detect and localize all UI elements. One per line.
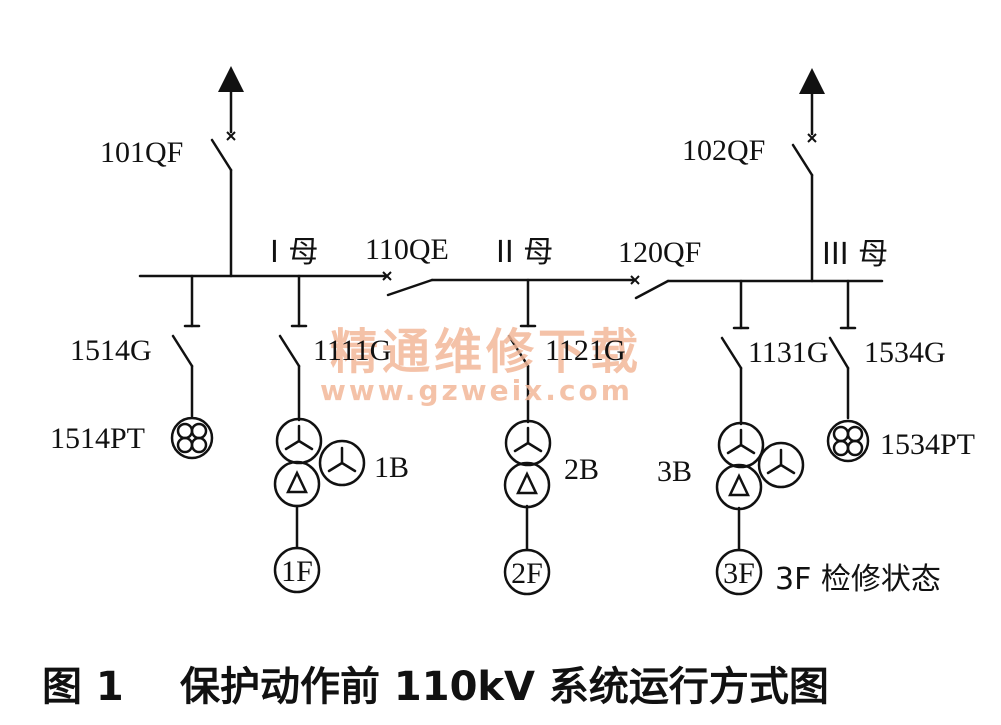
label-120qf: 120QF: [618, 236, 701, 269]
label-101qf: 101QF: [100, 136, 183, 169]
label-1111g: 1111G: [313, 334, 391, 367]
label-1534pt: 1534PT: [880, 428, 975, 461]
breaker-120qf-blade: [634, 279, 670, 300]
label-3f: 3F: [723, 557, 755, 590]
transformer-2b-hv-wye: [513, 426, 543, 453]
breaker-120qf-x-icon: [630, 275, 640, 285]
line-101-arrow-icon: [218, 66, 244, 92]
breaker-101qf-x-icon: [226, 131, 236, 141]
breaker-101qf-blade: [210, 138, 233, 172]
breaker-102qf-blade: [791, 143, 814, 177]
line-102-arrow-icon: [799, 68, 825, 94]
generator-1f-circle: [273, 546, 321, 594]
label-1f: 1F: [281, 555, 313, 588]
transformer-3b-third-winding: [757, 441, 805, 489]
watermark-cn: 精通维修下载: [330, 324, 642, 380]
figure-number: 图 1: [42, 664, 124, 710]
label-3f-status: 3F 检修状态: [775, 562, 941, 597]
watermark-url: www.gzweix.com: [320, 374, 633, 407]
switch-1131g-blade: [720, 336, 743, 370]
pt-1534-symbol: [826, 419, 870, 463]
transformer-3b-lv-delta: [728, 473, 750, 497]
label-1121g: 1121G: [545, 334, 626, 367]
switch-1111g-blade: [278, 334, 301, 368]
transformer-3b-hv-wye: [726, 428, 756, 455]
breaker-110qe-x-icon: [382, 271, 392, 281]
transformer-1b-lv-delta: [286, 470, 308, 494]
generator-3f-circle: [715, 548, 763, 596]
switch-1534g-blade: [828, 336, 850, 370]
transformer-2b-lv-winding: [503, 461, 551, 509]
pt-1514-symbol: [170, 416, 214, 460]
generator-2f-circle: [503, 548, 551, 596]
transformer-1b-hv-wye: [284, 424, 314, 451]
transformer-3b-hv-winding: [717, 421, 765, 469]
label-bus-i: I 母: [270, 235, 318, 270]
transformer-1b-lv-winding: [273, 460, 321, 508]
transformer-3b-lv-winding: [715, 463, 763, 511]
label-3b: 3B: [657, 455, 692, 488]
breaker-marks: [226, 131, 817, 285]
transformer-1b-third-winding: [318, 439, 366, 487]
label-bus-ii: II 母: [496, 235, 553, 270]
transformer-2b-hv-winding: [504, 419, 552, 467]
label-102qf: 102QF: [682, 134, 765, 167]
label-1131g: 1131G: [748, 336, 829, 369]
label-1514pt: 1514PT: [50, 422, 145, 455]
label-1b: 1B: [374, 451, 409, 484]
label-2f: 2F: [511, 557, 543, 590]
label-1514g: 1514G: [70, 334, 152, 367]
label-1534g: 1534G: [864, 336, 946, 369]
label-bus-iii: III 母: [822, 237, 888, 272]
breaker-110qe-blade: [386, 278, 434, 297]
switch-1514g-blade: [171, 334, 194, 368]
switch-1121g-blade: [507, 334, 530, 368]
figure-title: 保护动作前 110kV 系统运行方式图: [180, 664, 829, 710]
transformer-3b-third-wye: [766, 448, 796, 475]
label-2b: 2B: [564, 453, 599, 486]
transformer-2b-lv-delta: [516, 471, 538, 495]
breaker-102qf-x-icon: [807, 133, 817, 143]
transformer-1b-third-wye: [327, 446, 357, 473]
label-110qe: 110QE: [365, 233, 449, 266]
